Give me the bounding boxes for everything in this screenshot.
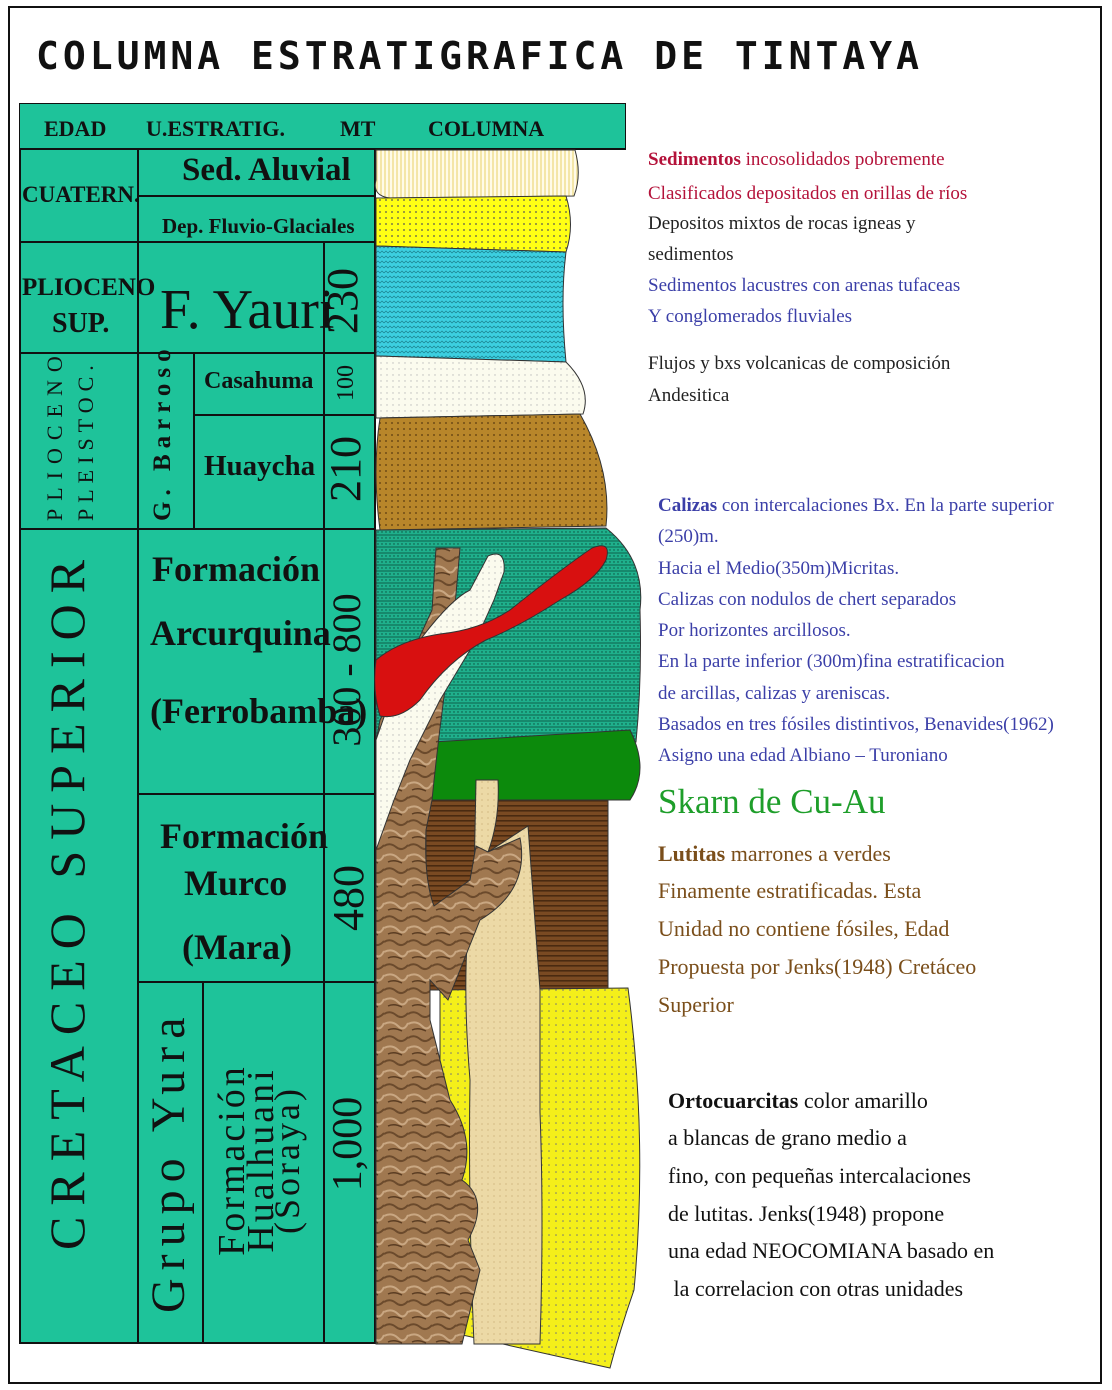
desc-aluvial-line1: Sedimentos incosolidados pobremente xyxy=(648,150,945,169)
desc-calizas-line8: Basados en tres fósiles distintivos, Ben… xyxy=(658,715,1054,734)
desc-fluvio-line2: sedimentos xyxy=(648,245,734,264)
desc-yauri-line2: Y conglomerados fluviales xyxy=(648,307,852,326)
desc-lutitas-line5: Superior xyxy=(658,994,734,1016)
desc-orto-line6: la correlacion con otras unidades xyxy=(668,1278,963,1300)
desc-lutitas-line4: Propuesta por Jenks(1948) Cretáceo xyxy=(658,956,976,978)
layer-huaycha xyxy=(376,414,607,530)
desc-lutitas-line3: Unidad no contiene fósiles, Edad xyxy=(658,918,949,940)
desc-aluvial-rest: incosolidados pobremente xyxy=(741,149,945,170)
desc-calizas-line9: Asigno una edad Albiano – Turoniano xyxy=(658,746,948,765)
desc-lutitas-line1: Lutitas marrones a verdes xyxy=(658,843,891,865)
desc-calizas-line2: (250)m. xyxy=(658,527,719,546)
desc-orto-line4: de lutitas. Jenks(1948) propone xyxy=(668,1203,944,1225)
desc-orto-line3: fino, con pequeñas intercalaciones xyxy=(668,1165,971,1187)
layer-skarn-green xyxy=(427,730,640,800)
desc-fluvio-line1: Depositos mixtos de rocas igneas y xyxy=(648,214,916,233)
desc-yauri-line1: Sedimentos lacustres con arenas tufaceas xyxy=(648,276,960,295)
desc-orto-bold: Ortocuarcitas xyxy=(668,1088,798,1113)
desc-calizas-line7: de arcillas, calizas y areniscas. xyxy=(658,684,890,703)
desc-skarn: Skarn de Cu-Au xyxy=(658,784,885,819)
desc-calizas-line4: Calizas con nodulos de chert separados xyxy=(658,590,956,609)
desc-calizas-line5: Por horizontes arcillosos. xyxy=(658,621,851,640)
desc-calizas-bold: Calizas xyxy=(658,495,717,516)
desc-lutitas-line2: Finamente estratificadas. Esta xyxy=(658,880,921,902)
desc-calizas-line6: En la parte inferior (300m)fina estratif… xyxy=(658,652,1005,671)
desc-calizas-rest: con intercalaciones Bx. En la parte supe… xyxy=(717,495,1054,516)
desc-orto-line5: una edad NEOCOMIANA basado en xyxy=(668,1240,994,1262)
desc-calizas-line3: Hacia el Medio(350m)Micritas. xyxy=(658,559,899,578)
desc-calizas-line1: Calizas con intercalaciones Bx. En la pa… xyxy=(658,496,1054,515)
desc-lutitas-rest: marrones a verdes xyxy=(725,841,891,866)
desc-aluvial-line2: Clasificados depositados en orillas de r… xyxy=(648,184,967,203)
layer-dep-fluvio xyxy=(376,196,571,252)
layer-casahuma xyxy=(376,356,585,418)
desc-barroso-line2: Andesitica xyxy=(648,386,729,405)
desc-lutitas-bold: Lutitas xyxy=(658,841,725,866)
desc-orto-rest: color amarillo xyxy=(798,1088,928,1113)
desc-orto-line2: a blancas de grano medio a xyxy=(668,1127,907,1149)
layer-sed-aluvial xyxy=(375,150,578,198)
layer-f-yauri xyxy=(376,246,566,362)
desc-aluvial-bold: Sedimentos xyxy=(648,149,741,170)
desc-barroso-line1: Flujos y bxs volcanicas de composición xyxy=(648,354,950,373)
desc-orto-line1: Ortocuarcitas color amarillo xyxy=(668,1090,928,1112)
